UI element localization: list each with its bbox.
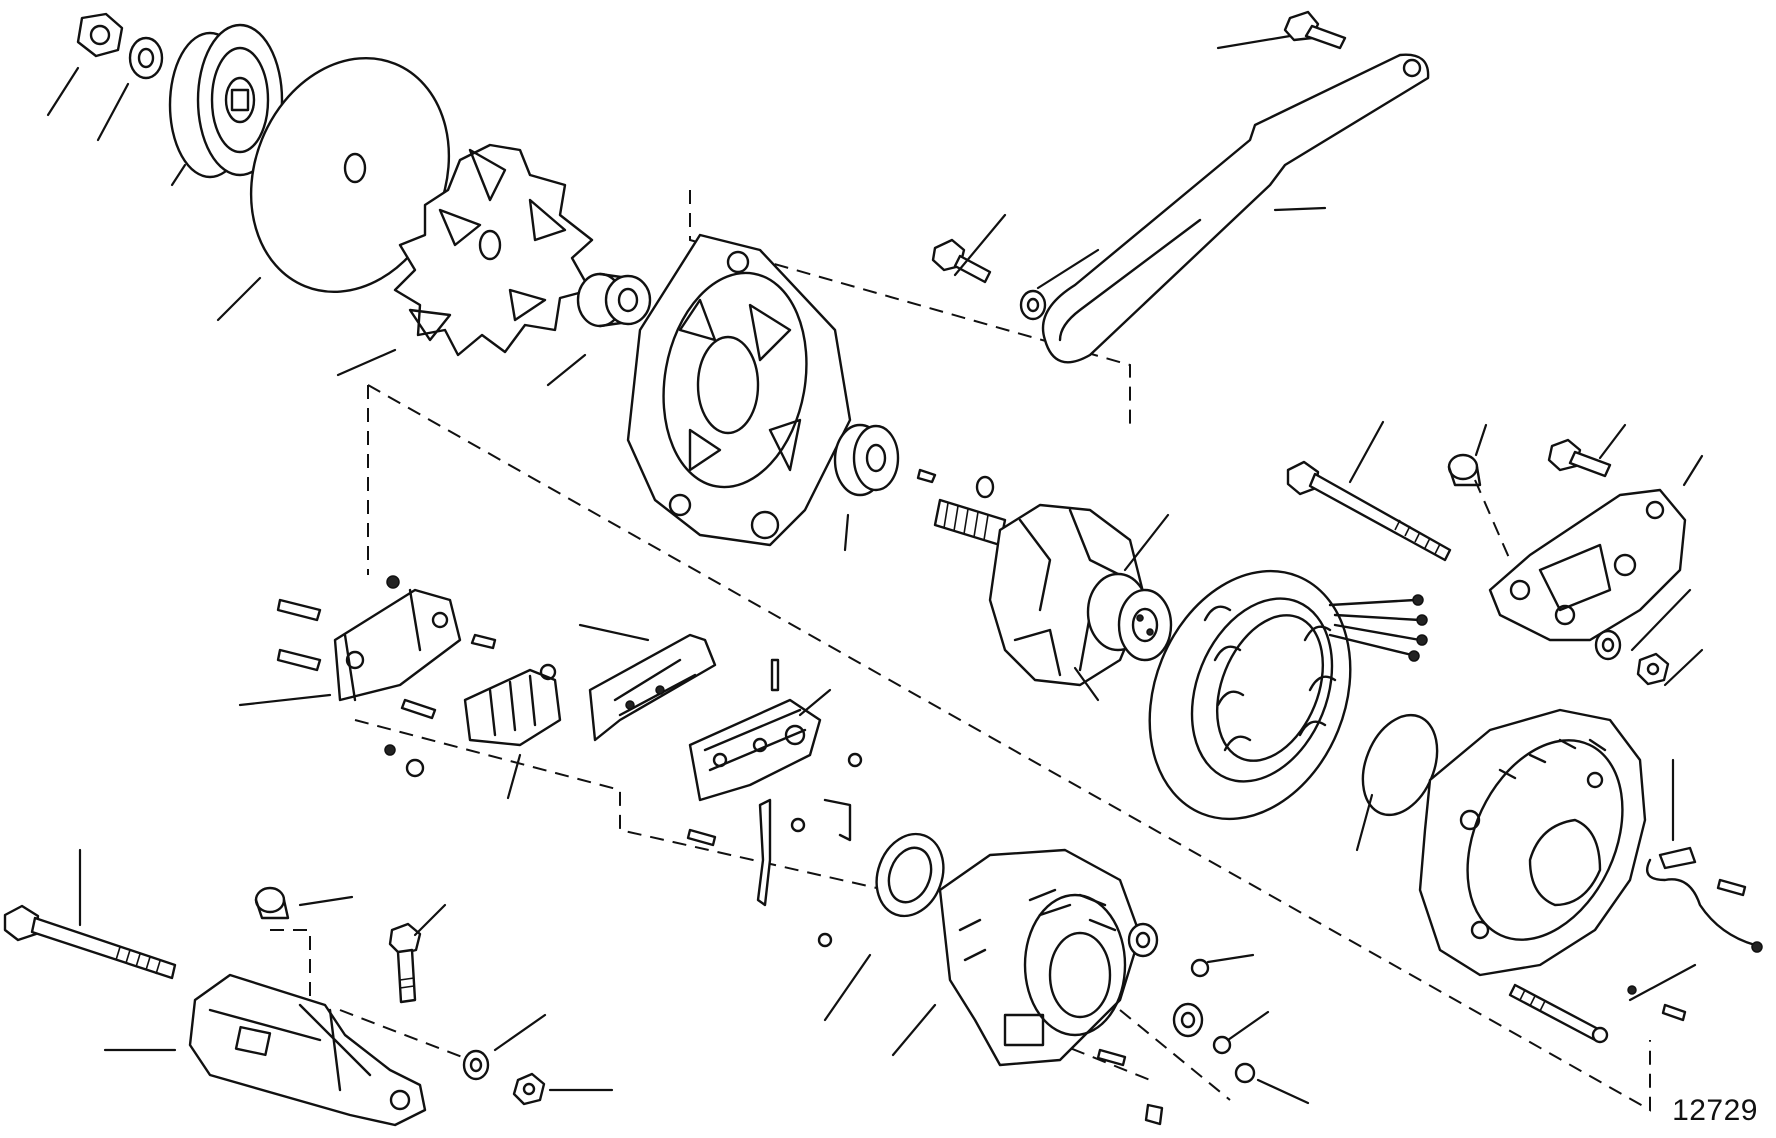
lock-washer-top bbox=[128, 36, 164, 80]
regulator-module bbox=[384, 663, 562, 778]
bracket-bolt-lower bbox=[388, 922, 422, 1004]
brace-bolt-top bbox=[1283, 10, 1347, 50]
callout-leader-lines bbox=[46, 34, 1704, 1105]
rear-bearing-seal bbox=[875, 832, 945, 918]
brace-bolt-middle bbox=[931, 238, 992, 284]
brace-washer bbox=[1019, 289, 1047, 321]
mounting-bracket-lower bbox=[188, 973, 427, 1127]
adjusting-brace bbox=[1041, 53, 1430, 364]
front-bearing bbox=[833, 423, 900, 497]
rear-housing bbox=[1418, 708, 1647, 977]
through-bolt-upper bbox=[1286, 460, 1452, 562]
small-screw-rotor bbox=[916, 468, 995, 499]
stator-assembly bbox=[1148, 569, 1428, 821]
regulator-screws bbox=[276, 575, 497, 720]
rear-frame-fasteners bbox=[1096, 922, 1256, 1126]
slip-ring-end-frame bbox=[938, 848, 1142, 1067]
hex-nut-top bbox=[76, 12, 124, 58]
circuit-board bbox=[588, 633, 717, 742]
through-bolt-lower bbox=[1508, 983, 1687, 1044]
bracket-washer-upper bbox=[1594, 629, 1622, 661]
rotor-assembly bbox=[933, 498, 1173, 687]
terminal-lead-wire bbox=[1645, 846, 1763, 953]
bracket-fasteners-lower bbox=[462, 1049, 546, 1106]
drive-pulley bbox=[168, 23, 284, 179]
mounting-bracket-upper bbox=[1488, 488, 1687, 642]
through-bolt-lower-left bbox=[3, 904, 177, 980]
drive-end-frame bbox=[626, 233, 852, 547]
rectifier-bridge bbox=[688, 658, 822, 802]
brush-holder-bracket bbox=[333, 588, 462, 702]
bracket-nut-upper bbox=[1636, 652, 1670, 686]
figure-number: 12729 bbox=[1672, 1094, 1758, 1127]
cooling-fan bbox=[393, 143, 594, 357]
sleeve-bushing-lower bbox=[254, 886, 290, 920]
alignment-dashed-lines bbox=[270, 190, 1651, 1112]
spacer-sleeve bbox=[576, 272, 652, 328]
sleeve-bushing-upper bbox=[1447, 453, 1482, 487]
bracket-bolt-upper bbox=[1547, 438, 1612, 478]
terminal-strip bbox=[686, 752, 863, 948]
